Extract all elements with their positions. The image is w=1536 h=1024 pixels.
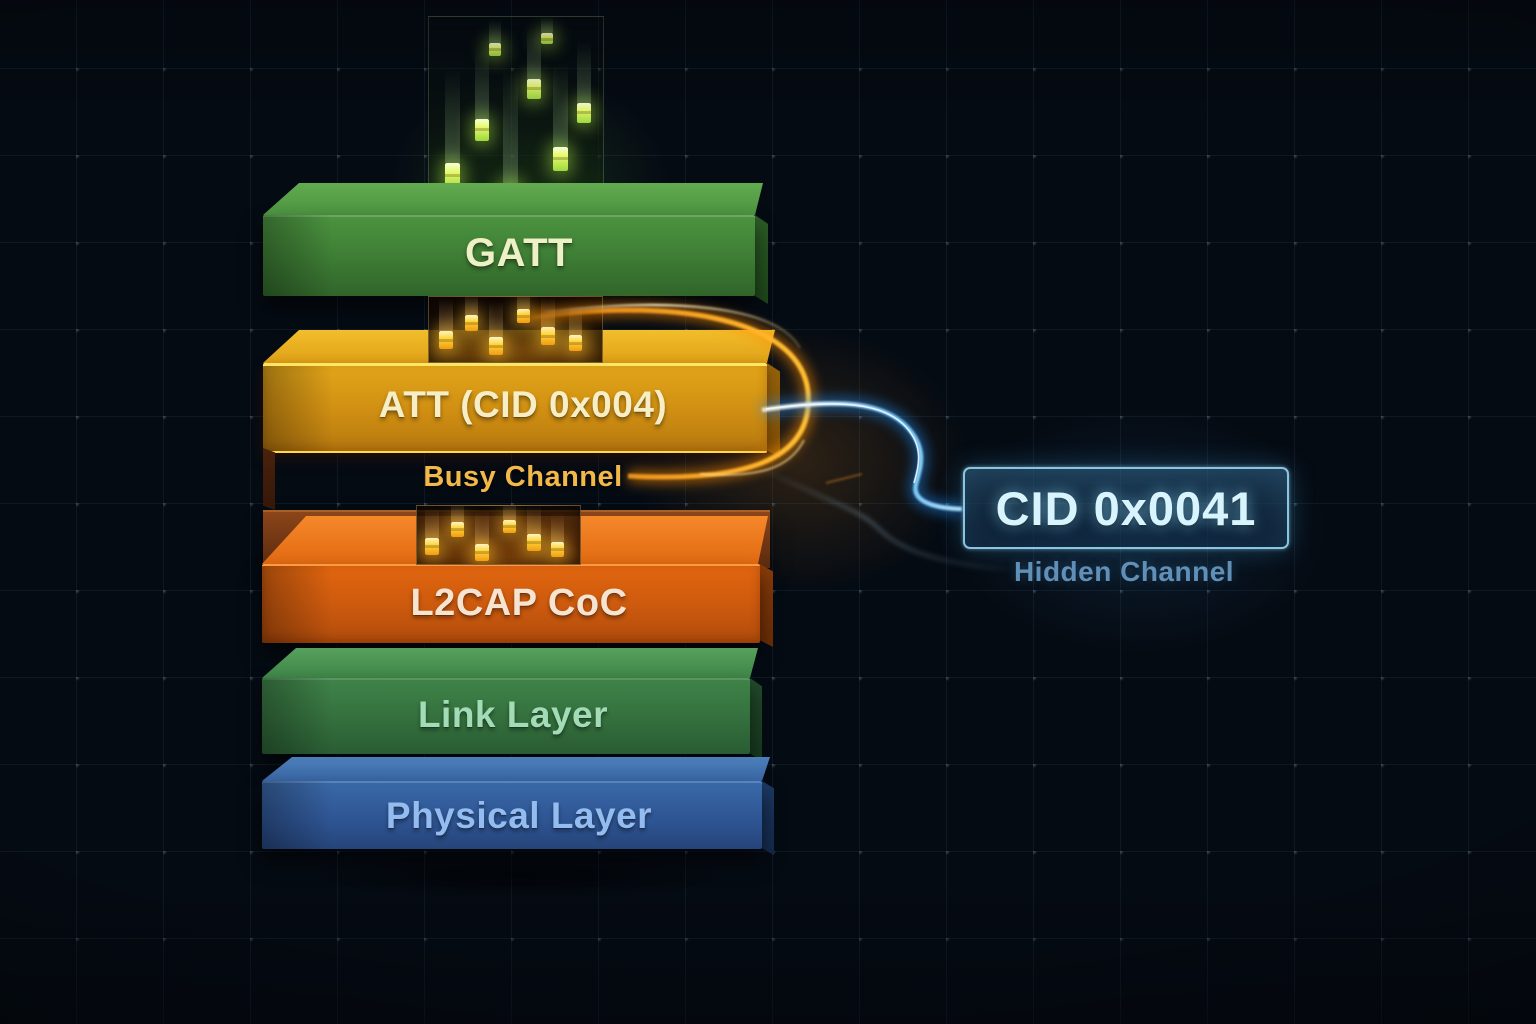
data-particle-band <box>527 541 541 544</box>
layer-block-physical: Physical Layer <box>262 757 776 865</box>
data-particle-band <box>439 339 453 342</box>
physical-front-face <box>262 781 762 849</box>
data-particle-tail <box>553 62 568 147</box>
data-particle-tail <box>517 297 530 309</box>
data-particle <box>439 331 453 349</box>
link-front-face <box>262 678 750 754</box>
data-particle-band <box>517 315 530 318</box>
data-particle-tail <box>465 297 478 315</box>
data-particle-tail <box>527 27 541 79</box>
gatt-top-face <box>263 183 763 215</box>
data-particle-tail <box>489 301 503 337</box>
layer-block-gatt: GATT <box>263 183 775 304</box>
data-particle-tail <box>503 506 516 520</box>
data-particle-band <box>527 87 541 90</box>
data-particle-tail <box>425 508 439 538</box>
data-particle-band <box>489 345 503 348</box>
data-particle-band <box>425 545 439 548</box>
data-particle <box>475 119 489 141</box>
data-particle-tail <box>577 41 591 103</box>
data-particle-band <box>541 335 555 338</box>
data-particle <box>527 534 541 551</box>
gatt-label: GATT <box>465 231 573 275</box>
att-label: ATT (CID 0x004) <box>378 384 668 425</box>
data-particle <box>569 335 582 351</box>
busy-side-face <box>263 448 275 510</box>
busy-channel-label: Busy Channel <box>423 461 623 493</box>
data-particle-band <box>489 48 501 51</box>
link-top-face <box>262 648 758 678</box>
data-particle-tail <box>541 297 555 327</box>
data-particle <box>517 309 530 323</box>
data-particle-band <box>465 322 478 325</box>
physical-layer-label: Physical Layer <box>385 795 653 836</box>
data-stream-panel-att-l2cap <box>416 505 581 565</box>
layer-block-link: Link Layer <box>262 648 764 763</box>
data-particle-band <box>551 548 564 551</box>
physical-top-face <box>262 757 770 781</box>
data-particle <box>489 43 501 56</box>
data-particle-tail <box>551 514 564 542</box>
gatt-front-face <box>263 215 755 296</box>
layer-block-l2cap: L2CAP CoC <box>262 516 776 648</box>
data-particle <box>465 315 478 331</box>
physical-side-face <box>762 781 774 855</box>
data-particle-tail <box>475 47 489 119</box>
cid-callout-box: CID 0x0041 <box>963 467 1289 549</box>
data-particle <box>445 163 460 189</box>
data-stream-panel-gatt-att <box>428 296 603 363</box>
data-particle-tail <box>527 506 541 534</box>
data-particle-tail <box>451 506 464 522</box>
data-particle <box>553 147 568 171</box>
data-particle-band <box>475 551 489 554</box>
data-particle-band <box>569 342 582 345</box>
data-particle-tail <box>489 19 501 43</box>
data-particle-tail <box>503 68 518 183</box>
data-particle-band <box>541 38 553 41</box>
link-layer-label: Link Layer <box>417 694 609 735</box>
data-particle-tail <box>475 510 489 544</box>
hidden-channel-caption: Hidden Channel <box>1013 556 1235 587</box>
data-particle <box>577 103 591 123</box>
data-particle-band <box>475 128 489 131</box>
data-particle <box>451 522 464 537</box>
link-side-face <box>750 678 762 761</box>
data-particle <box>503 520 516 533</box>
data-particle-tail <box>541 17 553 33</box>
data-particle <box>425 538 439 555</box>
data-particle <box>551 542 564 557</box>
cid-callout-label: CID 0x0041 <box>995 481 1257 535</box>
busy-channel-layer: Busy Channel <box>263 448 783 568</box>
gatt-side-face <box>755 215 768 304</box>
data-particle <box>489 337 503 355</box>
data-particle <box>475 544 489 561</box>
l2cap-label: L2CAP CoC <box>410 582 628 624</box>
data-particle <box>541 327 555 345</box>
l2cap-front-face <box>262 564 760 643</box>
l2cap-side-face <box>760 564 773 647</box>
data-particle-band <box>553 157 568 160</box>
data-particle <box>541 33 553 44</box>
data-particle-band <box>577 111 591 114</box>
data-particle-band <box>445 174 460 177</box>
data-particle <box>527 79 541 99</box>
data-particle-tail <box>439 299 453 331</box>
data-particle-band <box>451 528 464 531</box>
data-particle-tail <box>569 305 582 335</box>
data-particle-tail <box>445 68 460 163</box>
data-particle-band <box>503 525 516 528</box>
